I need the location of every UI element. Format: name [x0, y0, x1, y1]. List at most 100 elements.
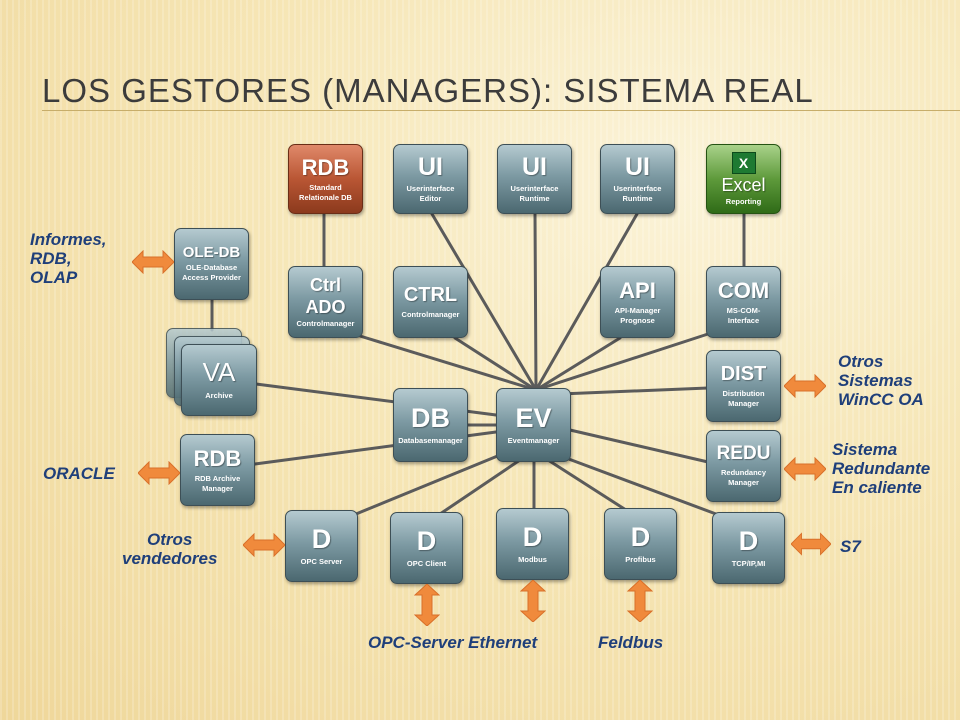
ev-title: EV	[515, 402, 552, 433]
label-s7: S7	[840, 537, 861, 556]
line-ev-d-tcpip	[564, 456, 718, 516]
double-arrow-icon-otros-vendedores	[243, 533, 285, 557]
label-informes-line-2: RDB,	[30, 249, 72, 269]
line-ev-com	[534, 332, 710, 392]
line-ev-ctrl-ado	[358, 334, 538, 392]
d-opc-client-sub: OPC Client	[406, 559, 447, 569]
va-archive-node[interactable]: VA Archive	[181, 344, 257, 416]
ctrl-title: CTRL	[403, 283, 458, 306]
excel-reporting-node[interactable]: X Excel Reporting	[706, 144, 781, 214]
redu-sub: Redundancy Manager	[720, 468, 766, 487]
va-title: VA	[202, 357, 236, 388]
line-ev-ui-editor	[430, 212, 538, 392]
label-informes-line-3: OLAP	[30, 268, 78, 288]
d-modbus-node[interactable]: D Modbus	[496, 508, 569, 580]
d-opc-server-title: D	[311, 523, 332, 554]
ui-editor-node[interactable]: UI Userinterface Editor	[393, 144, 468, 214]
title-divider	[42, 110, 960, 111]
label-informes: Informes, RDB, OLAP	[30, 230, 107, 287]
excel-sub: Reporting	[725, 196, 762, 206]
label-informes-line-1: Informes,	[30, 230, 107, 249]
db-sub: Databasemanager	[398, 436, 463, 446]
com-title: COM	[717, 277, 770, 303]
line-ev-api	[534, 336, 622, 392]
db-title: DB	[411, 402, 450, 433]
d-modbus-sub: Modbus	[518, 555, 547, 565]
ui-runtime-node-1[interactable]: UI Userinterface Runtime	[497, 144, 572, 214]
oledb-title: OLE-DB	[182, 244, 241, 262]
va-sub: Archive	[205, 390, 233, 400]
line-ev-ui-runtime2	[534, 212, 639, 392]
ctrl-ado-node[interactable]: Ctrl ADO Controlmanager	[288, 266, 363, 338]
rdb-standard-node[interactable]: RDB Standard Relationale DB	[288, 144, 363, 214]
api-sub: API-Manager Prognose	[614, 305, 661, 325]
label-otros-vendedores: Otros vendedores	[122, 530, 217, 568]
label-sistema-redundante-line-3: En caliente	[832, 478, 922, 498]
ui-runtime-2-sub: Userinterface Runtime	[613, 184, 662, 204]
d-profibus-title: D	[630, 521, 651, 552]
ctrl-ado-title-2: ADO	[305, 296, 346, 317]
line-ev-d-opc-client	[438, 458, 522, 516]
d-tcpip-title: D	[738, 525, 759, 556]
oledb-node[interactable]: OLE-DB OLE-Database Access Provider	[174, 228, 249, 300]
d-modbus-title: D	[522, 521, 543, 552]
double-arrow-icon-opc-client-down	[414, 584, 440, 626]
rdb-standard-title: RDB	[301, 154, 350, 180]
ui-runtime-2-title: UI	[625, 153, 650, 182]
api-title: API	[619, 277, 656, 303]
ui-runtime-1-sub: Userinterface Runtime	[510, 184, 559, 204]
label-sistema-redundante-line-2: Redundante	[832, 459, 931, 479]
label-otros-sistemas-line-1: Otros	[838, 352, 884, 371]
ctrl-ado-sub: Controlmanager	[296, 318, 355, 328]
line-ev-d-profibus	[546, 458, 628, 512]
rdb-archive-node[interactable]: RDB RDB Archive Manager	[180, 434, 255, 506]
label-otros-sistemas-line-2: Sistemas	[838, 371, 913, 391]
ev-node[interactable]: EV Eventmanager	[496, 388, 571, 462]
ev-sub: Eventmanager	[507, 436, 560, 446]
excel-icon: X	[731, 151, 756, 174]
label-otros-sistemas-line-3: WinCC OA	[838, 390, 924, 410]
line-ev-redu	[568, 428, 710, 464]
d-opc-client-title: D	[416, 525, 437, 556]
page-title: Los gestores (managers): sistema real	[42, 72, 814, 109]
line-ev-d-opc-server	[354, 453, 502, 516]
label-otros-vendedores-line-2: vendedores	[122, 549, 218, 569]
rdb-archive-sub: RDB Archive Manager	[194, 473, 241, 493]
line-ev-ui-runtime1	[533, 212, 538, 392]
api-node[interactable]: API API-Manager Prognose	[600, 266, 675, 338]
double-arrow-icon-oracle	[138, 461, 180, 485]
double-arrow-icon-modbus-down	[520, 580, 546, 622]
d-profibus-node[interactable]: D Profibus	[604, 508, 677, 580]
label-otros-vendedores-line-1: Otros	[147, 530, 193, 549]
label-oracle: ORACLE	[43, 464, 115, 483]
oledb-sub: OLE-Database Access Provider	[182, 263, 241, 282]
double-arrow-icon-sistema-redundante	[784, 457, 826, 481]
label-feldbus: Feldbus	[598, 633, 664, 652]
ctrl-sub: Controlmanager	[401, 309, 460, 319]
d-opc-client-node[interactable]: D OPC Client	[390, 512, 463, 584]
ui-runtime-1-title: UI	[522, 153, 547, 182]
d-opc-server-sub: OPC Server	[300, 557, 343, 567]
label-sistema-redundante-line-1: Sistema	[832, 440, 898, 459]
dist-node[interactable]: DIST Distribution Manager	[706, 350, 781, 422]
dist-sub: Distribution Manager	[722, 388, 765, 408]
db-node[interactable]: DB Databasemanager	[393, 388, 468, 462]
com-sub: MS-COM-Interface	[726, 305, 761, 325]
dist-title: DIST	[720, 362, 767, 385]
redu-title: REDU	[716, 443, 771, 465]
d-tcpip-node[interactable]: D TCP/IP,MI	[712, 512, 785, 584]
rdb-archive-title: RDB	[193, 445, 242, 471]
d-tcpip-sub: TCP/IP,MI	[731, 559, 766, 569]
label-sistema-redundante: Sistema Redundante En caliente	[832, 440, 930, 497]
line-ev-ctrl	[453, 336, 538, 392]
ctrl-node[interactable]: CTRL Controlmanager	[393, 266, 468, 338]
double-arrow-icon-s7	[791, 532, 831, 556]
com-node[interactable]: COM MS-COM-Interface	[706, 266, 781, 338]
redu-node[interactable]: REDU Redundancy Manager	[706, 430, 781, 502]
ui-runtime-node-2[interactable]: UI Userinterface Runtime	[600, 144, 675, 214]
ctrl-ado-title-1: Ctrl	[310, 274, 341, 295]
d-profibus-sub: Profibus	[625, 555, 656, 565]
d-opc-server-node[interactable]: D OPC Server	[285, 510, 358, 582]
rdb-standard-sub: Standard Relationale DB	[299, 182, 352, 202]
